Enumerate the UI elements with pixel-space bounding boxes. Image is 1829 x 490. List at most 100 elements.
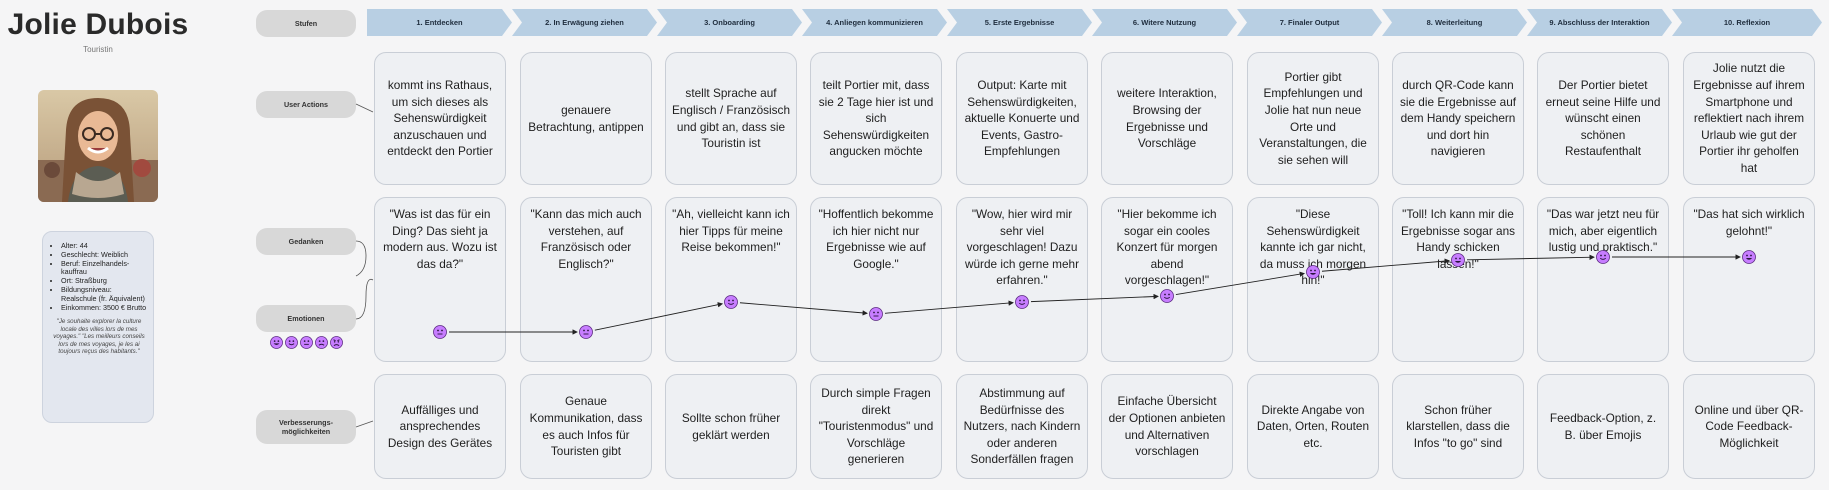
action-text: Jolie nutzt die Ergebnisse auf ihrem Sma… <box>1693 61 1805 175</box>
emotion-curve-segment <box>1030 293 1159 303</box>
stage-10: 10. Reflexion <box>1672 9 1822 36</box>
stage-4: 4. Anliegen kommunizieren <box>802 9 947 36</box>
action-text: kommt ins Rathaus, um sich dieses als Se… <box>387 78 493 159</box>
row-label-improvements: Verbesserungs- möglichkeiten <box>256 410 356 444</box>
action-card: teilt Portier mit, dass sie 2 Tage hier … <box>810 52 942 185</box>
stage-6: 6. Witere Nutzung <box>1092 9 1237 36</box>
improvement-card: Feedback-Option, z. B. über Emojis <box>1537 374 1669 479</box>
stage-9: 9. Abschluss der Interaktion <box>1527 9 1672 36</box>
action-card: weitere Interaktion, Browsing der Ergebn… <box>1101 52 1233 185</box>
thought-card: "Toll! Ich kann mir die Ergebnisse sogar… <box>1392 197 1524 362</box>
action-card: Output: Karte mit Sehenswürdigkeiten, ak… <box>956 52 1088 185</box>
action-text: Der Portier bietet erneut seine Hilfe un… <box>1545 78 1661 159</box>
emotion-curve-segment <box>1175 271 1306 295</box>
improvement-card: Abstimmung auf Bedürfnisse des Nutzers, … <box>956 374 1088 479</box>
action-text: stellt Sprache auf Englisch / Französisc… <box>672 86 791 151</box>
emotion-scale-legend <box>270 336 343 349</box>
row-label-thoughts: Gedanken <box>256 228 356 255</box>
happy-icon <box>1596 250 1610 264</box>
thought-card: "Kann das mich auch verstehen, auf Franz… <box>520 197 652 362</box>
emotion-curve-segment <box>739 302 868 316</box>
persona-detail: Beruf: Einzelhandels-kauffrau <box>61 259 147 278</box>
thought-text: "Kann das mich auch verstehen, auf Franz… <box>530 207 642 271</box>
thought-text: "Wow, hier wird mir sehr viel vorgeschla… <box>964 207 1080 288</box>
action-card: stellt Sprache auf Englisch / Französisc… <box>665 52 797 185</box>
persona-name: Jolie Dubois <box>7 8 189 41</box>
thought-card: "Ah, vielleicht kann ich hier Tipps für … <box>665 197 797 362</box>
thought-text: "Das war jetzt neu für mich, aber eigent… <box>1546 207 1660 255</box>
emotion-curve-segment <box>884 300 1014 314</box>
persona-detail: Einkommen: 3500 € Brutto <box>61 303 147 313</box>
improvement-card: Schon früher klarstellen, dass die Infos… <box>1392 374 1524 479</box>
unhappy-icon <box>315 336 328 349</box>
row-label-actions: User Actions <box>256 91 356 118</box>
stage-8: 8. Weiterleitung <box>1382 9 1527 36</box>
action-text: teilt Portier mit, dass sie 2 Tage hier … <box>818 78 934 159</box>
thought-card: "Das war jetzt neu für mich, aber eigent… <box>1537 197 1669 362</box>
action-text: Portier gibt Empfehlungen und Jolie hat … <box>1259 69 1367 167</box>
improvement-card: Sollte schon früher geklärt werden <box>665 374 797 479</box>
happy-icon <box>285 336 298 349</box>
persona-detail: Alter: 44 <box>61 241 147 251</box>
improvement-text: Online und über QR-Code Feedback-Möglich… <box>1694 402 1804 450</box>
action-card: genauere Betrachtung, antippen <box>520 52 652 185</box>
persona-detail: Bildungsniveau: Realschule (fr. Äquivale… <box>61 285 147 304</box>
emotion-curve-segment <box>1466 254 1595 261</box>
very-happy-icon <box>1742 250 1756 264</box>
persona-details-card: Alter: 44 Geschlecht: Weiblich Beruf: Ei… <box>42 231 154 423</box>
action-card: Der Portier bietet erneut seine Hilfe un… <box>1537 52 1669 185</box>
persona-details-list: Alter: 44 Geschlecht: Weiblich Beruf: Ei… <box>51 241 147 313</box>
improvement-text: Sollte schon früher geklärt werden <box>681 410 781 442</box>
improvement-card: Genaue Kommunikation, dass es auch Infos… <box>520 374 652 479</box>
improvement-card: Direkte Angabe von Daten, Orten, Routen … <box>1247 374 1379 479</box>
improvement-text: Auffälliges und ansprechendes Design des… <box>387 402 493 450</box>
happy-icon <box>724 295 738 309</box>
persona-detail: Geschlecht: Weiblich <box>61 250 147 260</box>
improvement-text: Direkte Angabe von Daten, Orten, Routen … <box>1256 402 1370 450</box>
improvement-text: Abstimmung auf Bedürfnisse des Nutzers, … <box>963 386 1081 467</box>
improvement-text: Einfache Übersicht der Optionen anbieten… <box>1108 394 1226 459</box>
thought-card: "Hoffentlich bekomme ich hier nicht nur … <box>810 197 942 362</box>
action-text: Output: Karte mit Sehenswürdigkeiten, ak… <box>964 78 1080 159</box>
thought-text: "Ah, vielleicht kann ich hier Tipps für … <box>672 207 790 255</box>
action-text: genauere Betrachtung, antippen <box>528 102 644 134</box>
action-card: durch QR-Code kann sie die Ergebnisse au… <box>1392 52 1524 185</box>
thought-card: "Wow, hier wird mir sehr viel vorgeschla… <box>956 197 1088 362</box>
thought-text: "Toll! Ich kann mir die Ergebnisse sogar… <box>1400 207 1516 271</box>
neutral-icon <box>869 307 883 321</box>
improvement-text: Schon früher klarstellen, dass die Infos… <box>1406 402 1510 450</box>
improvement-card: Online und über QR-Code Feedback-Möglich… <box>1683 374 1815 479</box>
persona-avatar <box>38 90 158 202</box>
happy-icon <box>1160 289 1174 303</box>
thought-card: "Hier bekomme ich sogar ein cooles Konze… <box>1101 197 1233 362</box>
very-happy-icon <box>1451 253 1465 267</box>
neutral-icon <box>433 325 447 339</box>
very-happy-icon <box>1306 265 1320 279</box>
stage-7: 7. Finaler Output <box>1237 9 1382 36</box>
stage-2: 2. In Erwägung ziehen <box>512 9 657 36</box>
improvement-text: Genaue Kommunikation, dass es auch Infos… <box>529 394 643 459</box>
action-card: Jolie nutzt die Ergebnisse auf ihrem Sma… <box>1683 52 1815 185</box>
thought-card: "Das hat sich wirklich gelohnt!" <box>1683 197 1815 362</box>
thought-text: "Diese Sehenswürdigkeit kannte ich gar n… <box>1259 207 1367 288</box>
persona-role: Touristin <box>83 45 113 54</box>
improvement-text: Feedback-Option, z. B. über Emojis <box>1549 410 1657 442</box>
happy-icon <box>1015 295 1029 309</box>
very-happy-icon <box>270 336 283 349</box>
action-card: Portier gibt Empfehlungen und Jolie hat … <box>1247 52 1379 185</box>
action-card: kommt ins Rathaus, um sich dieses als Se… <box>374 52 506 185</box>
row-label-emotions: Emotionen <box>256 305 356 332</box>
stage-1: 1. Entdecken <box>367 9 512 36</box>
thought-text: "Hoffentlich bekomme ich hier nicht nur … <box>818 207 934 271</box>
neutral-icon <box>300 336 313 349</box>
improvement-card: Auffälliges und ansprechendes Design des… <box>374 374 506 479</box>
improvement-card: Durch simple Fragen direkt "Touristenmod… <box>810 374 942 479</box>
thought-text: "Was ist das für ein Ding? Das sieht ja … <box>383 207 497 271</box>
persona-quote: "Je souhaite explorer la culture locale … <box>53 318 145 356</box>
stage-5: 5. Erste Ergebnisse <box>947 9 1092 36</box>
thought-text: "Hier bekomme ich sogar ein cooles Konze… <box>1116 207 1218 288</box>
improvement-card: Einfache Übersicht der Optionen anbieten… <box>1101 374 1233 479</box>
action-text: durch QR-Code kann sie die Ergebnisse au… <box>1399 78 1517 159</box>
